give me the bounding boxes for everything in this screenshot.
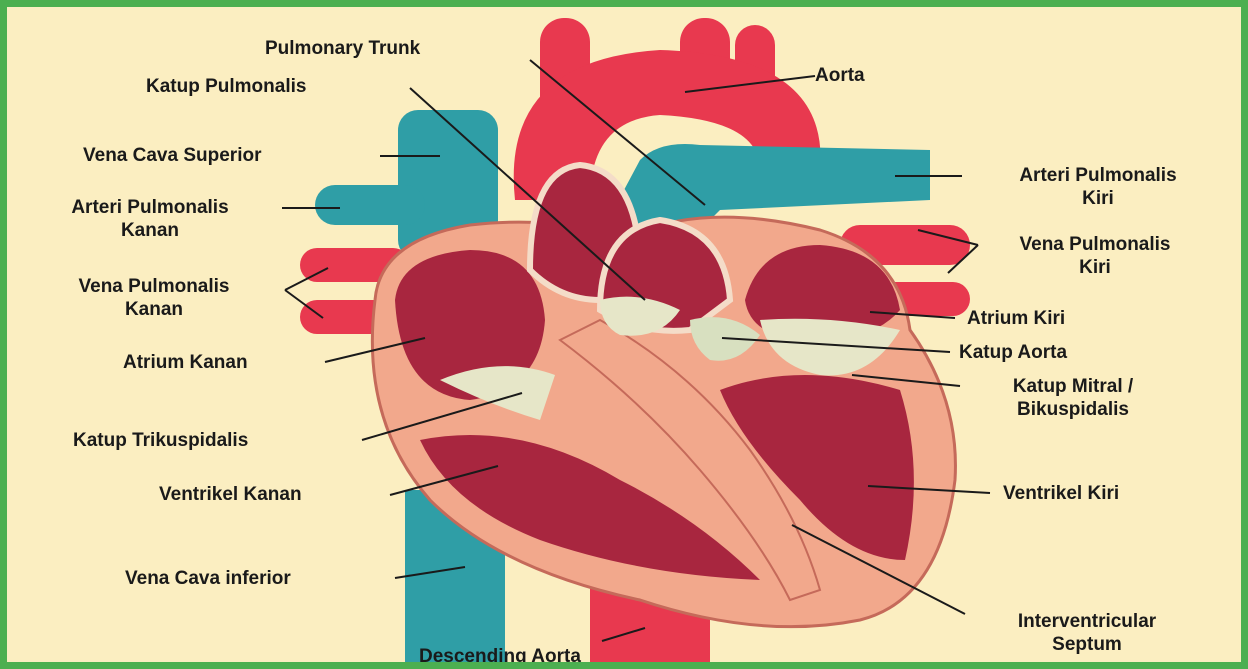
label-ventrikel-kanan: Ventrikel Kanan [159,483,302,506]
label-katup-aorta: Katup Aorta [959,341,1067,364]
label-katup-mitral-line2: Bikuspidalis [963,398,1183,421]
label-arteri-pulmonalis-kiri: Arteri Pulmonalis Kiri [963,164,1233,210]
label-arteri-pulmonalis-kiri-line1: Arteri Pulmonalis [963,164,1233,187]
label-arteri-pulmonalis-kanan-line2: Kanan [15,219,285,242]
label-interventricular-line2: Septum [967,633,1207,656]
label-interventricular-septum: Interventricular Septum [967,610,1207,656]
label-katup-mitral-line1: Katup Mitral / [963,375,1183,398]
label-arteri-pulmonalis-kanan-line1: Arteri Pulmonalis [15,196,285,219]
label-katup-mitral: Katup Mitral / Bikuspidalis [963,375,1183,421]
label-vena-pulmonalis-kanan-line1: Vena Pulmonalis [23,275,285,298]
label-atrium-kiri: Atrium Kiri [967,307,1065,330]
label-vena-pulmonalis-kiri-line1: Vena Pulmonalis [975,233,1215,256]
label-ventrikel-kiri: Ventrikel Kiri [1003,482,1119,505]
label-vena-pulmonalis-kanan: Vena Pulmonalis Kanan [23,275,285,321]
label-katup-trikuspidalis: Katup Trikuspidalis [73,429,248,452]
label-atrium-kanan: Atrium Kanan [123,351,248,374]
label-vena-pulmonalis-kanan-line2: Kanan [23,298,285,321]
label-vena-pulmonalis-kiri: Vena Pulmonalis Kiri [975,233,1215,279]
label-pulmonary-trunk: Pulmonary Trunk [265,37,420,60]
label-katup-pulmonalis: Katup Pulmonalis [146,75,306,98]
label-descending-aorta: Descending Aorta [419,645,581,668]
label-aorta: Aorta [815,64,865,87]
label-arteri-pulmonalis-kanan: Arteri Pulmonalis Kanan [15,196,285,242]
label-interventricular-line1: Interventricular [967,610,1207,633]
label-arteri-pulmonalis-kiri-line2: Kiri [963,187,1233,210]
label-vena-cava-inferior: Vena Cava inferior [125,567,291,590]
heart-illustration [7,7,1241,662]
label-vena-pulmonalis-kiri-line2: Kiri [975,256,1215,279]
label-vena-cava-superior: Vena Cava Superior [83,144,261,167]
